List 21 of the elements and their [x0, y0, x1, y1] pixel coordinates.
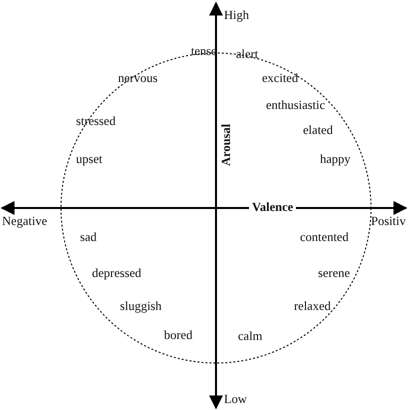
emotion-label: upset — [76, 152, 102, 167]
emotion-label: bored — [164, 328, 192, 343]
emotion-label: happy — [320, 152, 351, 167]
emotion-label: sad — [80, 230, 97, 245]
axis-end-label: High — [224, 8, 249, 23]
emotion-label: calm — [238, 329, 262, 344]
emotion-label: sluggish — [120, 299, 162, 314]
emotion-label: enthusiastic — [266, 98, 326, 113]
axis-end-label: Low — [224, 392, 247, 407]
emotion-label: excited — [262, 71, 298, 86]
emotion-label: stressed — [76, 114, 116, 129]
axis-title: Arousal — [218, 122, 234, 167]
emotion-label: elated — [303, 123, 333, 138]
emotion-label: contented — [300, 230, 349, 245]
axis-end-label: Positiv — [371, 214, 406, 229]
emotion-label: depressed — [92, 266, 142, 281]
emotion-label: nervous — [118, 71, 158, 86]
emotion-label: relaxed — [294, 299, 331, 314]
emotion-label: alert — [236, 47, 258, 62]
axis-end-label: Negative — [2, 214, 48, 229]
emotion-label: serene — [318, 266, 350, 281]
